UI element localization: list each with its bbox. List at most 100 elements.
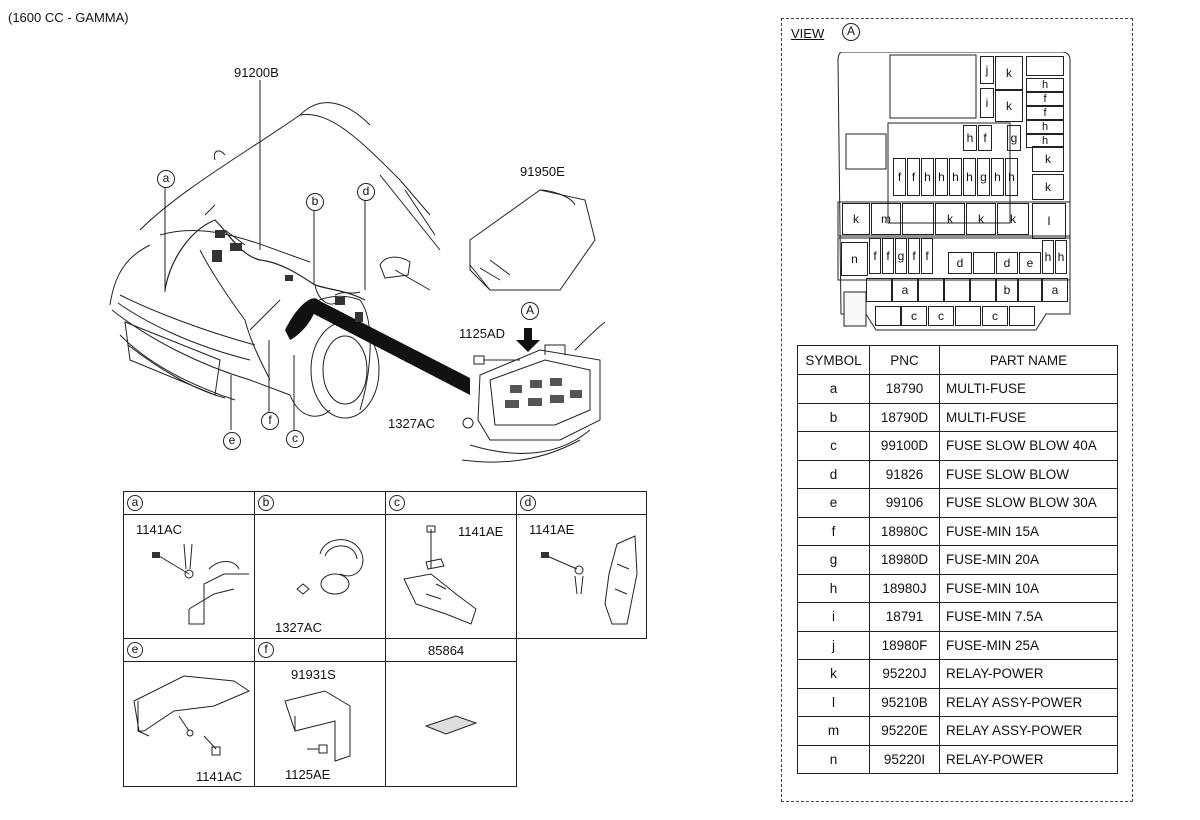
car-callout-f: f — [261, 412, 279, 430]
symbol-cell: d — [797, 459, 870, 489]
part-name-cell: RELAY ASSY-POWER — [939, 716, 1118, 746]
part-name-cell: RELAY-POWER — [939, 659, 1118, 689]
car-callout-c: c — [286, 430, 304, 448]
pnc-cell: 18980D — [869, 545, 940, 575]
detail-e-tag: e — [127, 642, 143, 658]
fuse-j: j — [980, 56, 994, 84]
car-callout-a: a — [157, 170, 175, 188]
detail-e-drawing — [133, 675, 251, 756]
fuse-h-1: h — [1026, 78, 1064, 92]
pnc-cell: 18791 — [869, 602, 940, 632]
header-symbol: SYMBOL — [797, 345, 870, 375]
detail-b-tag: b — [258, 495, 274, 511]
symbol-cell: k — [797, 659, 870, 689]
fuse-f-1: f — [1026, 92, 1064, 106]
detail-c-drawing — [403, 525, 477, 625]
detail-b-part: 1327AC — [275, 620, 322, 635]
detail-d: d 1141AE — [516, 491, 647, 639]
part-name-cell: MULTI-FUSE — [939, 402, 1118, 432]
relay-k-1: k — [995, 56, 1023, 90]
detail-d-part: 1141AE — [529, 522, 575, 537]
slowblow-c-3: c — [982, 306, 1008, 326]
part-name-cell: RELAY-POWER — [939, 744, 1118, 774]
detail-f-part-top: 91931S — [291, 667, 336, 682]
fuse-g-3: g — [895, 238, 907, 274]
car-harness-illustration — [109, 80, 606, 463]
relay-l: l — [1032, 203, 1066, 239]
detail-g: 85864 — [385, 638, 517, 787]
detail-b: b 1327AC — [254, 491, 386, 639]
symbol-cell: e — [797, 488, 870, 518]
fuse-e: e — [1019, 252, 1041, 274]
detail-c-part: 1141AE — [458, 524, 504, 539]
fuse-h-12: h — [1055, 240, 1067, 274]
detail-b-drawing — [296, 539, 364, 595]
detail-a-part: 1141AC — [136, 522, 183, 537]
relay-m: m — [871, 203, 901, 235]
relay-k-6: k — [935, 203, 965, 235]
part-name-cell: RELAY ASSY-POWER — [939, 687, 1118, 717]
relay-k-2: k — [995, 90, 1023, 122]
fuse-f-6: f — [869, 238, 881, 274]
fuse-f-4: f — [893, 158, 906, 196]
pnc-cell: 99100D — [869, 431, 940, 461]
pnc-cell: 99106 — [869, 488, 940, 518]
car-callout-e: e — [223, 432, 241, 450]
fuse-f-8: f — [908, 238, 920, 274]
detail-d-tag: d — [520, 495, 536, 511]
fuse-h-8: h — [963, 158, 976, 196]
fuse-i: i — [980, 88, 994, 118]
pnc-cell: 18980C — [869, 516, 940, 546]
symbol-cell: g — [797, 545, 870, 575]
header-part-name: PART NAME — [939, 345, 1118, 375]
fuse-f-3: f — [978, 125, 992, 151]
view-marker-callout: A — [521, 302, 539, 320]
detail-f-part-bottom: 1125AE — [285, 767, 331, 782]
symbol-cell: f — [797, 516, 870, 546]
part-name-cell: FUSE-MIN 20A — [939, 545, 1118, 575]
fuse-f-7: f — [882, 238, 894, 274]
view-title-marker: A — [842, 23, 860, 41]
pnc-cell: 95210B — [869, 687, 940, 717]
detail-g-part: 85864 — [428, 643, 465, 658]
fuse-f-2: f — [1026, 106, 1064, 120]
relay-k-5: k — [842, 203, 870, 235]
car-callout-b: b — [306, 193, 324, 211]
detail-f: f 91931S 1125AE — [254, 638, 386, 787]
pnc-cell: 95220I — [869, 744, 940, 774]
fuse-d-2: d — [996, 252, 1018, 274]
detail-e-part: 1141AC — [196, 769, 243, 784]
part-name-cell: FUSE-MIN 10A — [939, 573, 1118, 603]
fuse-g-1: g — [1007, 125, 1021, 151]
view-a-panel — [781, 18, 1133, 802]
detail-a-tag: a — [127, 495, 143, 511]
pnc-cell: 18980J — [869, 573, 940, 603]
multifuse-a-1: a — [892, 278, 918, 302]
pnc-cell: 18980F — [869, 630, 940, 660]
symbol-cell: m — [797, 716, 870, 746]
part-name-cell: FUSE-MIN 25A — [939, 630, 1118, 660]
fuse-h-3: h — [1026, 134, 1064, 148]
symbol-cell: a — [797, 374, 870, 404]
fuse-g-2: g — [977, 158, 990, 196]
part-name-cell: FUSE SLOW BLOW — [939, 459, 1118, 489]
part-name-cell: FUSE SLOW BLOW 40A — [939, 431, 1118, 461]
symbol-cell: b — [797, 402, 870, 432]
symbol-cell: c — [797, 431, 870, 461]
callout-harness: 91200B — [234, 65, 279, 80]
detail-c: c 1141AE — [385, 491, 517, 639]
detail-a: a 1141AC — [123, 491, 255, 639]
pnc-cell: 18790 — [869, 374, 940, 404]
part-name-cell: FUSE SLOW BLOW 30A — [939, 488, 1118, 518]
symbol-cell: l — [797, 687, 870, 717]
